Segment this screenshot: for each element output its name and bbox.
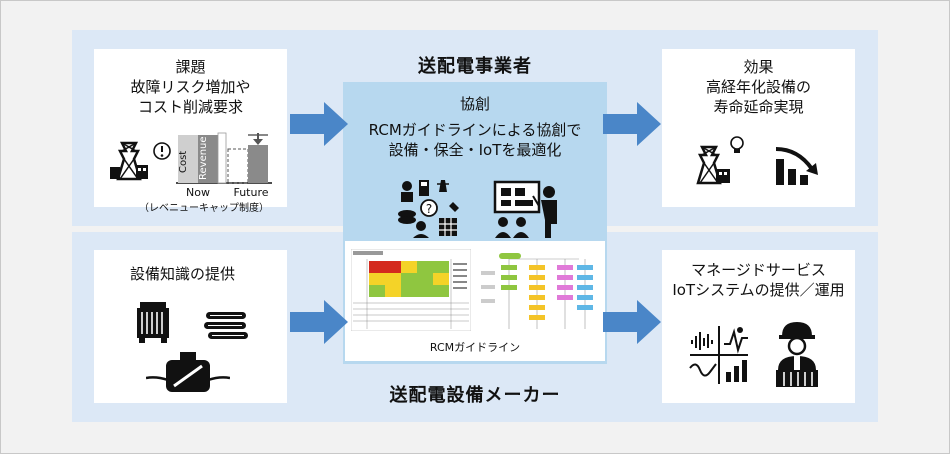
rcm-guideline-label: RCMガイドライン — [429, 341, 521, 354]
utility-title: 送配電事業者 — [418, 56, 532, 77]
issue-heading: 課題 — [175, 58, 206, 76]
chart-revenue-label: Revenue — [198, 136, 209, 180]
flowchart-thumbnail — [481, 253, 593, 329]
cost-revenue-chart — [176, 132, 272, 184]
risk-matrix-thumbnail — [351, 249, 471, 331]
effect-line-1: 高経年化設備の — [705, 78, 811, 96]
effect-box: 効果 高経年化設備の 寿命延命実現 — [662, 49, 855, 207]
cable-stack-icon — [204, 312, 248, 339]
alert-icon — [153, 142, 171, 160]
knowledge-heading: 設備知識の提供 — [130, 265, 236, 283]
chart-future-label: Future — [233, 186, 269, 199]
service-line-1: IoTシステムの提供／運用 — [672, 281, 845, 299]
arrow-issue-to-center — [290, 102, 348, 146]
chart-note: （レベニューキャップ制度） — [139, 203, 269, 214]
arrow-knowledge-to-center — [290, 300, 348, 344]
issue-line-2: コスト削減要求 — [137, 98, 243, 116]
effect-line-2: 寿命延命実現 — [713, 98, 804, 116]
svg-text:?: ? — [426, 202, 432, 216]
chart-now-label: Now — [186, 186, 210, 199]
service-heading: マネージドサービス — [691, 261, 826, 279]
center-line-2: 設備・保全・IoTを最適化 — [388, 141, 562, 159]
lightbulb-icon — [730, 136, 744, 153]
transformer-icon — [137, 302, 169, 343]
decline-chart-icon — [775, 147, 818, 185]
effect-heading: 効果 — [743, 58, 774, 76]
issue-box: 課題 故障リスク増加や コスト削減要求 Cost Revenue Now Fut… — [94, 49, 287, 214]
rcm-guideline-card: RCMガイドライン — [345, 241, 605, 361]
center-heading: 協創 — [459, 95, 490, 113]
transformer-tower-icon — [110, 141, 148, 181]
worker-icon — [776, 322, 818, 387]
center-line-1: RCMガイドラインによる協創で — [368, 121, 582, 139]
chart-cost-label: Cost — [178, 150, 189, 174]
sensor-device-icon — [146, 352, 230, 392]
signal-dashboard-icon — [689, 326, 748, 384]
transformer-tower-icon — [696, 145, 730, 185]
knowledge-box: 設備知識の提供 — [94, 250, 287, 403]
presentation-icon — [493, 180, 557, 238]
service-box: マネージドサービス IoTシステムの提供／運用 — [662, 250, 855, 403]
issue-line-1: 故障リスク増加や — [130, 78, 251, 96]
meeting-icon: ? — [398, 180, 459, 238]
arrow-center-to-service — [603, 300, 661, 344]
manufacturer-title: 送配電設備メーカー — [389, 385, 561, 406]
arrow-center-to-effect — [603, 102, 661, 146]
